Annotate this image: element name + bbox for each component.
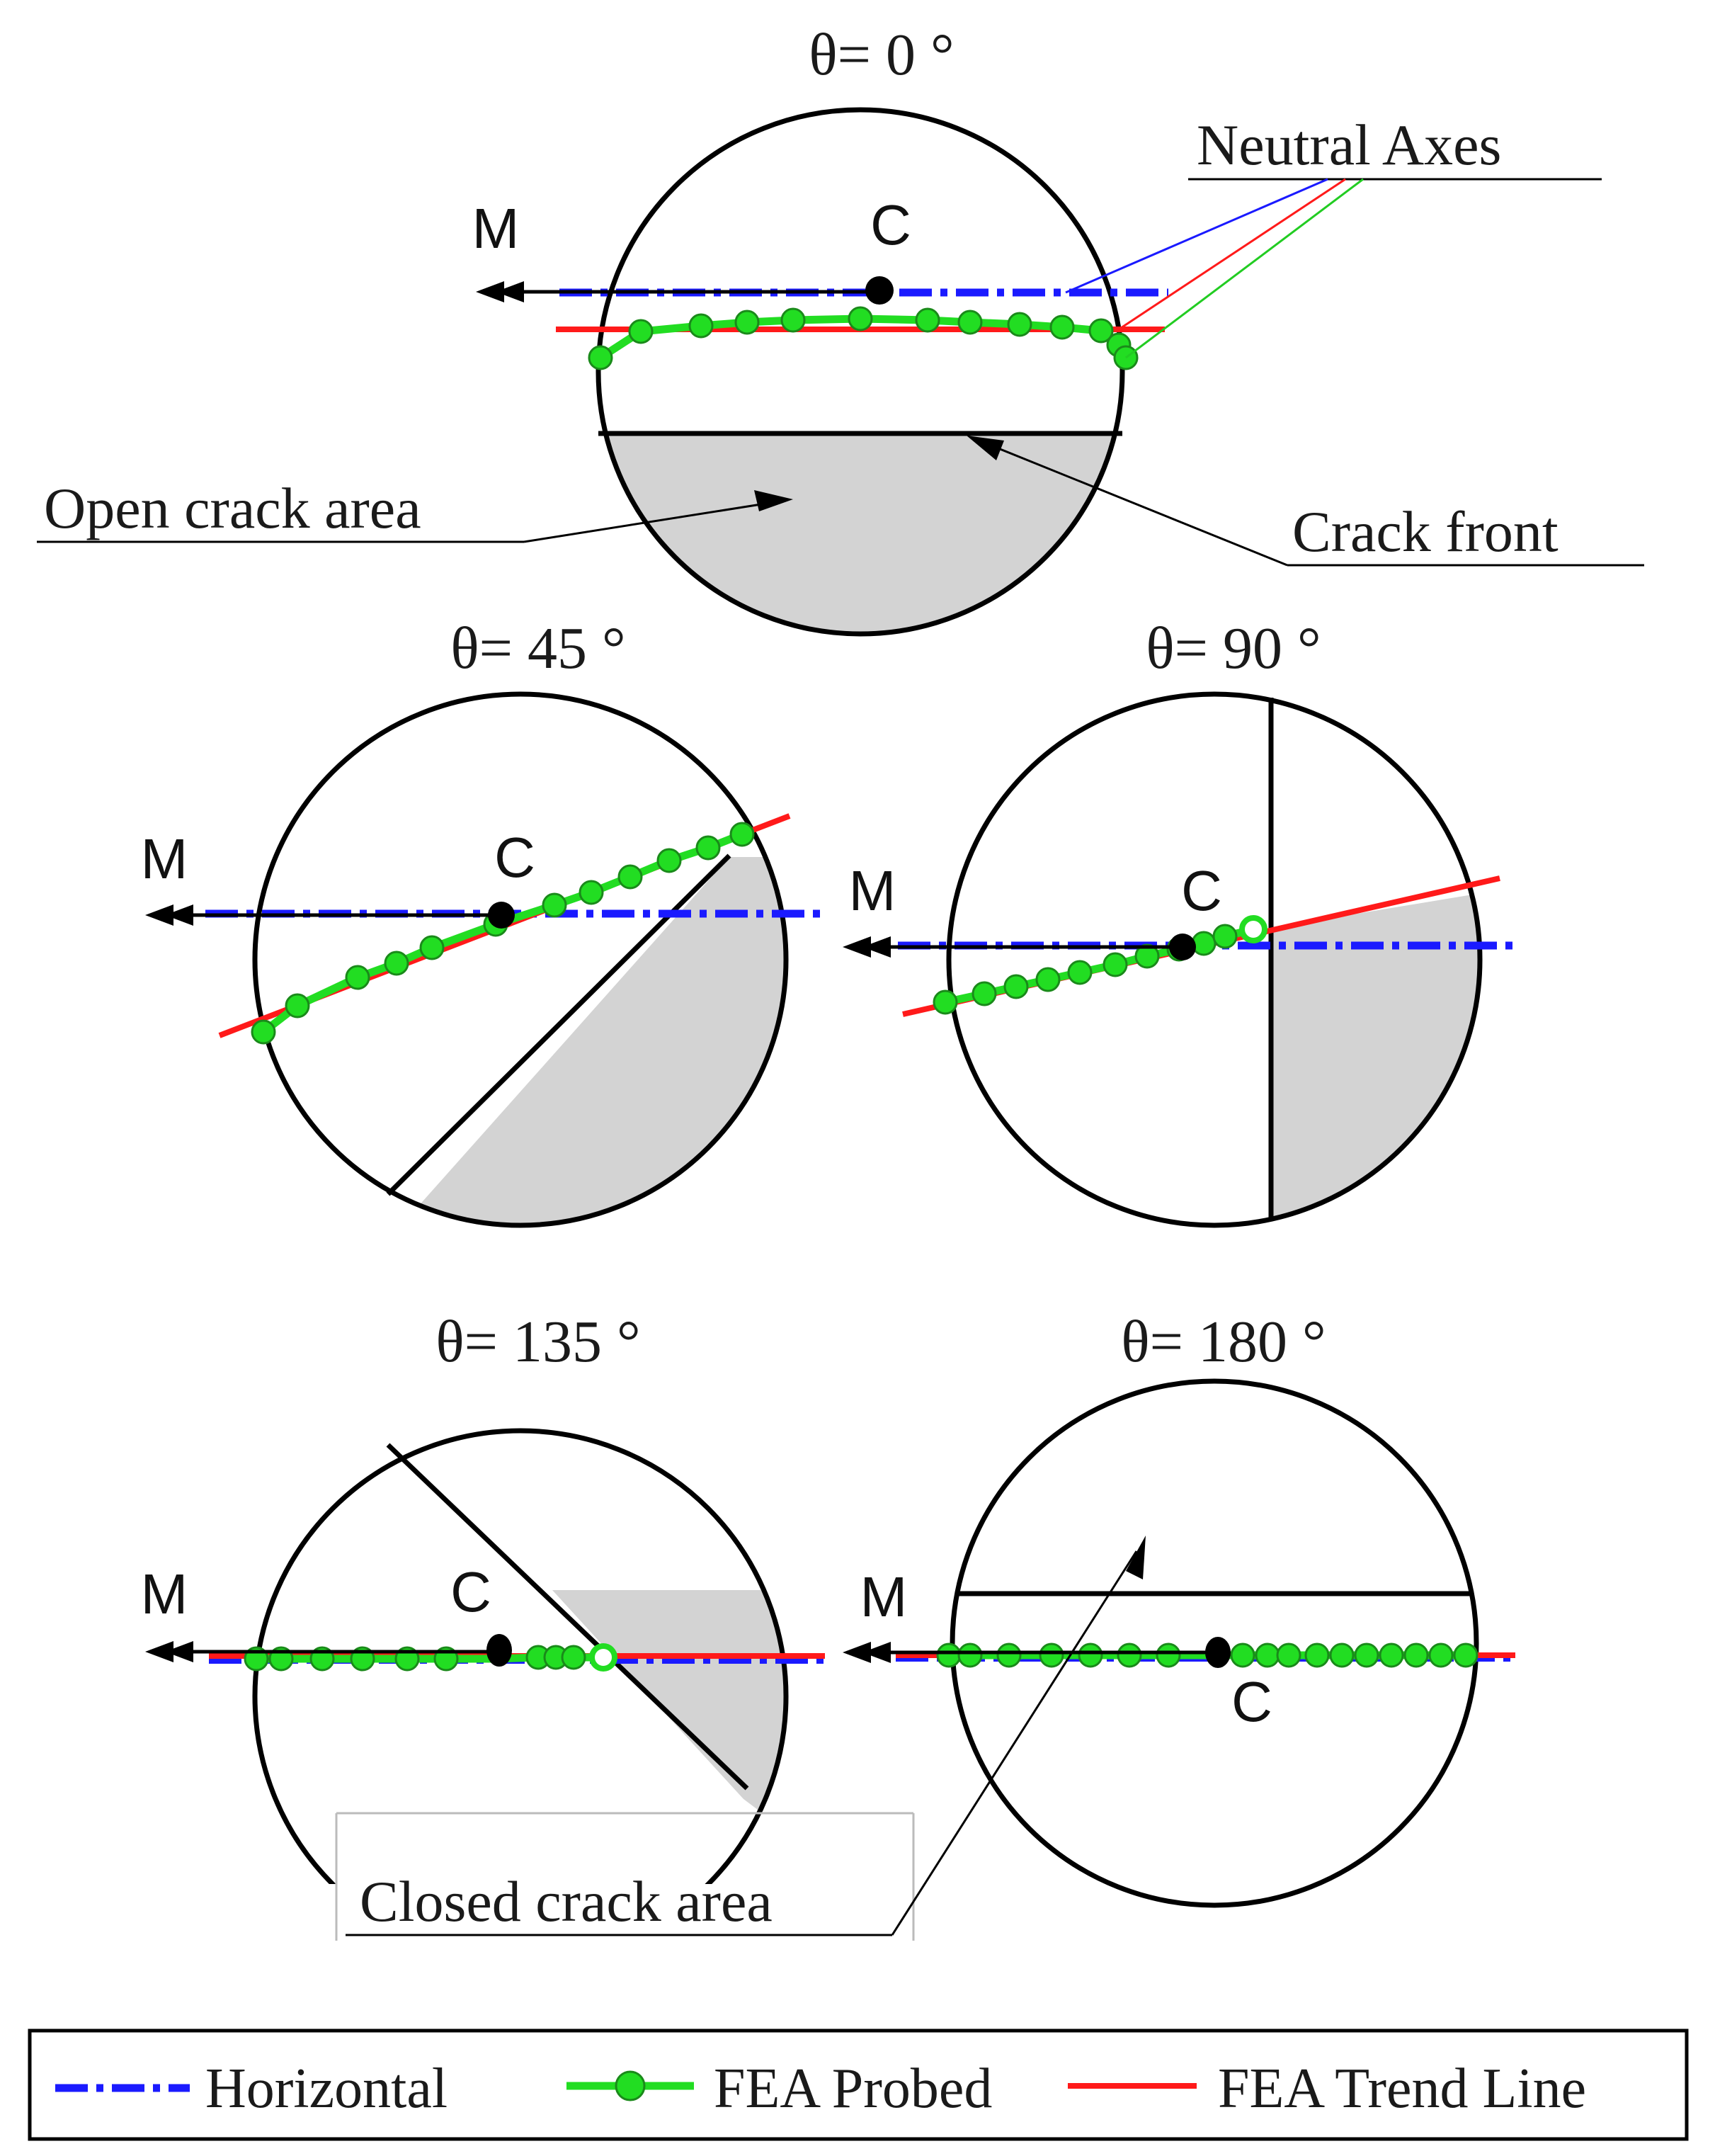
panel-title: θ= 180 ° xyxy=(1121,1309,1326,1375)
legend-box xyxy=(28,2029,1689,2141)
cross-section-circle xyxy=(596,107,1125,637)
leader-green xyxy=(1125,178,1364,359)
cross-section-circle xyxy=(950,1378,1479,1908)
legend-swatch-marker xyxy=(615,2070,646,2101)
moment-arrow-head xyxy=(476,281,504,302)
crack-front-line xyxy=(386,1443,749,1791)
cross-section-circle xyxy=(252,691,789,1228)
panel-title: θ= 90 ° xyxy=(1146,615,1321,681)
centroid-dot xyxy=(865,276,894,305)
leader-line xyxy=(984,441,1288,567)
panel-title: θ= 45 ° xyxy=(450,615,625,681)
moment-arrow-head xyxy=(843,936,871,958)
centroid-label: C xyxy=(1181,859,1222,922)
moment-label: M xyxy=(860,1565,908,1628)
crack-front-annotation: Crack front xyxy=(967,436,1644,567)
centroid-dot xyxy=(486,1634,512,1667)
centroid-dot xyxy=(1169,934,1196,960)
leader-line xyxy=(523,500,780,543)
closed-crack-annotation: Closed crack area xyxy=(335,1536,1146,1941)
centroid-label: C xyxy=(1231,1670,1272,1733)
panel-theta-135: θ= 135 ° M C xyxy=(141,1309,836,2026)
open-crack-area-label: Open crack area xyxy=(44,476,421,540)
panel-title: θ= 135 ° xyxy=(435,1309,640,1375)
leader-red xyxy=(1118,178,1346,331)
panel-theta-45: θ= 45 ° M C xyxy=(141,615,823,1228)
leader-arrow-head xyxy=(967,436,1004,460)
moment-arrow-head xyxy=(862,1642,891,1663)
neutral-axes-label: Neutral Axes xyxy=(1197,113,1501,177)
moment-arrow-head xyxy=(496,281,524,302)
moment-arrow-head xyxy=(145,904,173,926)
centroid-dot xyxy=(488,902,515,929)
moment-label: M xyxy=(141,827,188,890)
neutral-axes-annotation: Neutral Axes xyxy=(1065,113,1602,359)
moment-label: M xyxy=(472,197,520,260)
leader-arrow-head xyxy=(1126,1536,1146,1579)
centroid-dot xyxy=(1205,1637,1231,1668)
fea-probed-points xyxy=(933,915,1267,1015)
legend: Horizontal FEA Probed FEA Trend Line xyxy=(28,2029,1689,2141)
closed-crack-area-label: Closed crack area xyxy=(360,1869,773,1934)
panel-theta-180: θ= 180 ° M C xyxy=(843,1309,1515,1908)
legend-item-horizontal: Horizontal xyxy=(55,2058,448,2120)
legend-label: Horizontal xyxy=(205,2058,448,2120)
leader-arrow-head xyxy=(754,490,793,511)
centroid-label: C xyxy=(494,826,535,889)
fea-probed-points xyxy=(936,1642,1478,1668)
moment-label: M xyxy=(141,1562,188,1625)
centroid-label: C xyxy=(450,1560,491,1623)
legend-label: FEA Trend Line xyxy=(1218,2058,1586,2120)
fea-probed-points xyxy=(588,306,1139,370)
moment-arrow-head xyxy=(165,1641,193,1662)
leader-blue xyxy=(1065,178,1328,294)
image-bottom-crop xyxy=(212,1884,836,2026)
moment-arrow-head xyxy=(165,904,193,926)
panel-title: θ= 0 ° xyxy=(809,22,954,88)
legend-item-trend-line: FEA Trend Line xyxy=(1068,2058,1586,2120)
open-crack-annotation: Open crack area xyxy=(37,476,793,543)
moment-arrow-head xyxy=(843,1642,871,1663)
moment-label: M xyxy=(849,859,896,922)
centroid-label: C xyxy=(870,193,911,256)
moment-arrow-head xyxy=(145,1641,173,1662)
leader-line xyxy=(891,1550,1138,1936)
crack-front-label: Crack front xyxy=(1292,499,1559,564)
legend-item-fea-probed: FEA Probed xyxy=(566,2058,992,2120)
cross-section-circle xyxy=(946,691,1483,1228)
moment-arrow-head xyxy=(862,936,891,958)
panel-theta-90: θ= 90 ° M C xyxy=(843,615,1515,1228)
open-crack-region xyxy=(598,433,1122,634)
legend-label: FEA Probed xyxy=(714,2058,992,2120)
